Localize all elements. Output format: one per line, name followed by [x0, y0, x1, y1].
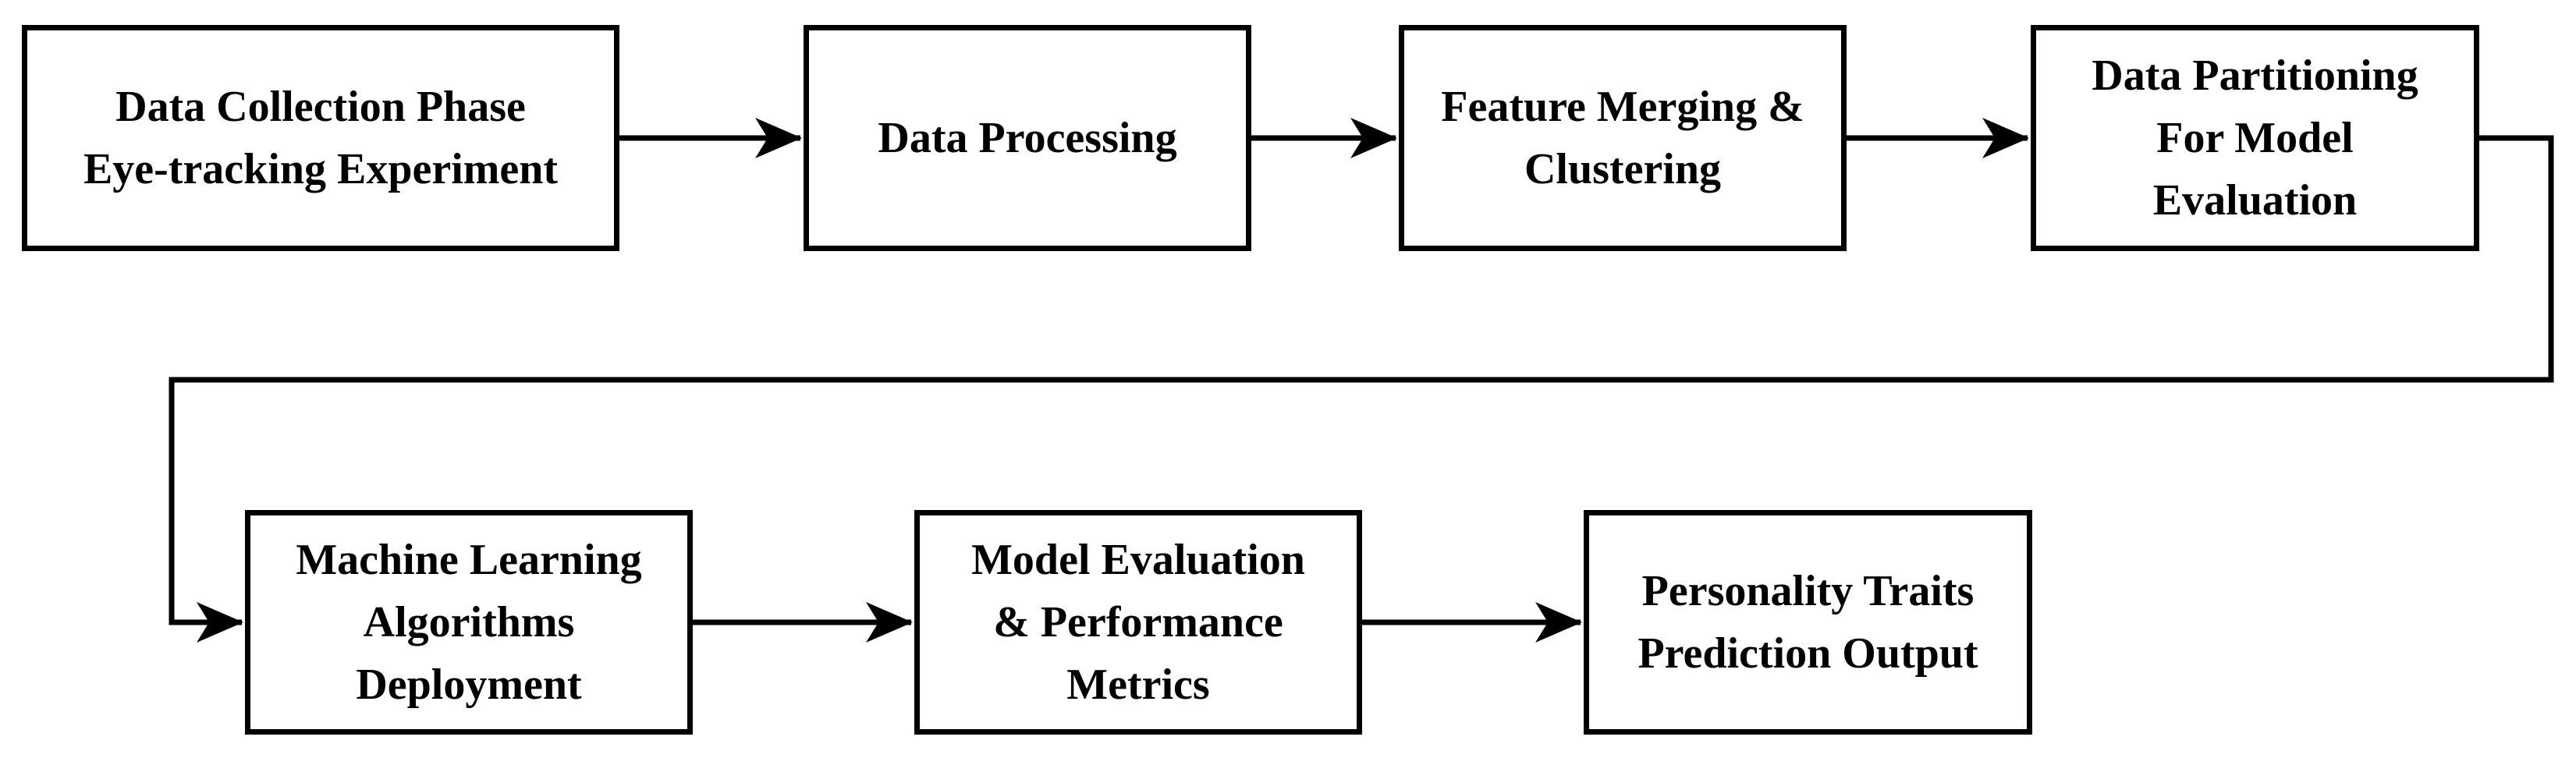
node-data-processing: Data Processing [804, 25, 1251, 251]
node-ml-deployment: Machine Learning Algorithms Deployment [245, 510, 693, 735]
node-label: Data Processing [878, 114, 1177, 162]
node-label: Personality Traits Prediction Output [1637, 567, 1978, 678]
node-label: Data Partitioning For Model Evaluation [2092, 51, 2418, 225]
node-label: Machine Learning Algorithms Deployment [296, 536, 642, 709]
node-data-collection: Data Collection Phase Eye-tracking Exper… [22, 25, 619, 251]
node-label: Model Evaluation & Performance Metrics [971, 536, 1305, 709]
node-label: Feature Merging & Clustering [1441, 83, 1804, 193]
node-prediction-output: Personality Traits Prediction Output [1584, 510, 2032, 735]
edge-partitioning-to-deployment [169, 135, 2554, 643]
node-feature-merging: Feature Merging & Clustering [1399, 25, 1847, 251]
node-data-partitioning: Data Partitioning For Model Evaluation [2031, 25, 2479, 251]
node-label: Data Collection Phase Eye-tracking Exper… [83, 83, 559, 193]
node-model-evaluation: Model Evaluation & Performance Metrics [914, 510, 1362, 735]
